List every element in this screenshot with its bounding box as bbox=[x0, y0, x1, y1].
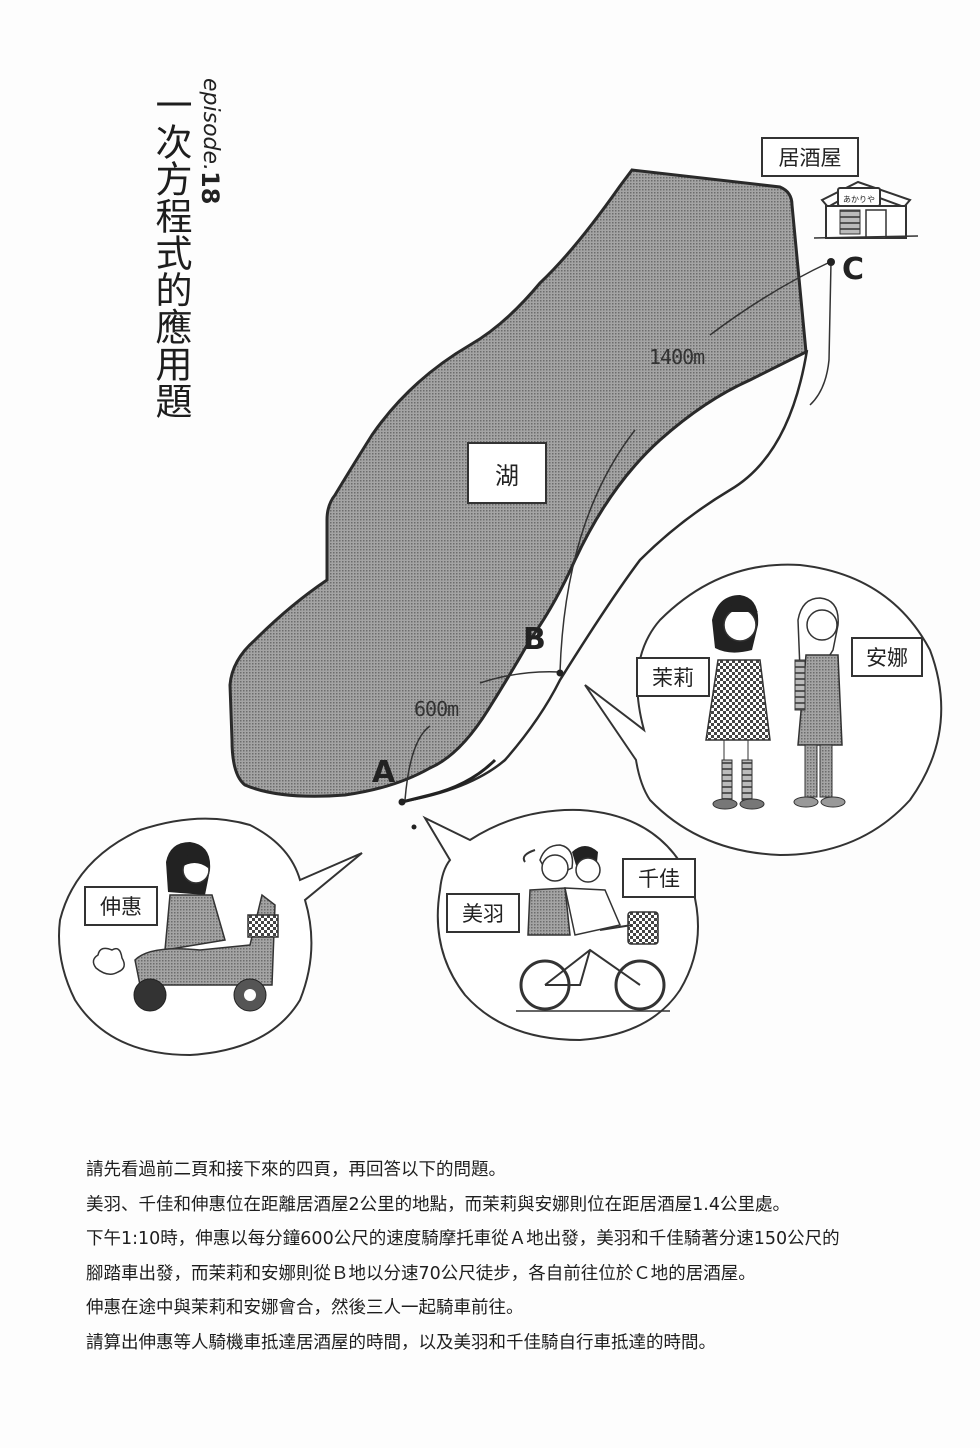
anna-figure bbox=[793, 597, 846, 808]
distance-b-to-c: 1400m bbox=[649, 345, 705, 369]
lake-label: 湖 bbox=[467, 442, 547, 504]
scooter-rider-figure bbox=[92, 842, 279, 1012]
road-outer-edge bbox=[399, 349, 809, 804]
jasmine-figure bbox=[705, 595, 771, 810]
stray-dot bbox=[411, 824, 417, 830]
episode-prefix: episode. bbox=[198, 78, 223, 172]
izakaya-building-icon: あかりや bbox=[813, 180, 919, 239]
chapter-title: 一次方程式的應用題 bbox=[149, 86, 192, 419]
route-c-road bbox=[809, 261, 832, 406]
name-tag-miu: 美羽 bbox=[446, 893, 520, 933]
scooter-bubble bbox=[58, 817, 363, 1057]
name-tag-anna: 安娜 bbox=[851, 637, 923, 677]
arc-1400m-lower bbox=[559, 429, 636, 673]
route-a-to-b bbox=[401, 758, 497, 804]
point-a-dot bbox=[398, 798, 406, 806]
bicycle-riders-figure bbox=[516, 844, 670, 1012]
point-c-dot bbox=[827, 258, 835, 266]
name-tag-jasmine: 茉莉 bbox=[636, 657, 710, 697]
episode-number: 18 bbox=[196, 171, 224, 205]
problem-line: 下午1:10時，伸惠以每分鐘600公尺的速度騎摩托車從Ａ地出發，美羽和千佳騎著分… bbox=[86, 1229, 840, 1249]
problem-line: 美羽、千佳和伸惠位在距離居酒屋2公里的地點，而茉莉與安娜則位在距居酒屋1.4公里… bbox=[86, 1194, 790, 1215]
name-tag-chika: 千佳 bbox=[622, 858, 696, 898]
svg-text:あかりや: あかりや bbox=[843, 195, 875, 204]
walkers-bubble bbox=[584, 563, 943, 857]
point-b-label: B bbox=[523, 622, 546, 657]
name-tag-nobue: 伸惠 bbox=[84, 886, 158, 926]
problem-line: 伸惠在途中與茉莉和安娜會合，然後三人一起騎車前往。 bbox=[86, 1298, 524, 1318]
arc-600m-b bbox=[479, 671, 561, 684]
arc-1400m-upper bbox=[709, 261, 831, 336]
distance-a-to-b: 600m bbox=[414, 697, 459, 721]
problem-line: 請先看過前二頁和接下來的四頁，再回答以下的問題。 bbox=[86, 1160, 506, 1180]
problem-line: 腳踏車出發，而茉莉和安娜則從Ｂ地以分速70公尺徒步，各自前往位於Ｃ地的居酒屋。 bbox=[86, 1263, 756, 1284]
problem-statement: 請先看過前二頁和接下來的四頁，再回答以下的問題。 美羽、千佳和伸惠位在距離居酒屋… bbox=[86, 1153, 946, 1360]
arc-600m bbox=[404, 725, 431, 801]
problem-line: 請算出伸惠等人騎機車抵達居酒屋的時間，以及美羽和千佳騎自行車抵達的時間。 bbox=[86, 1332, 716, 1353]
izakaya-label: 居酒屋 bbox=[761, 137, 859, 177]
point-a-label: A bbox=[372, 755, 396, 790]
point-c-label: C bbox=[842, 252, 865, 287]
episode-label: episode.18 bbox=[196, 78, 224, 204]
point-b-dot bbox=[556, 669, 564, 677]
